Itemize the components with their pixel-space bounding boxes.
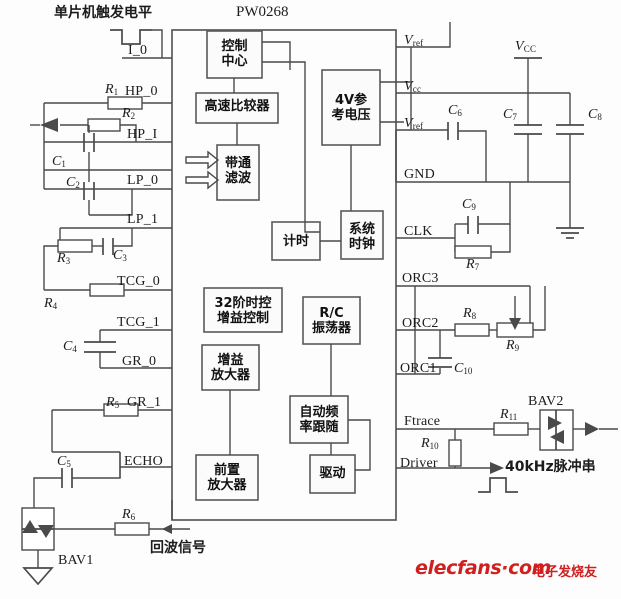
- block-label-tcg-32-step: 32阶时控增益控制: [214, 296, 272, 326]
- watermark-elecfans: elecfans·com: [415, 557, 552, 579]
- resistor-r2: [87, 118, 121, 132]
- block-bandpass-filter: [216, 144, 260, 201]
- designator-r10: R10: [421, 436, 439, 451]
- pin-label-tcg-0: TCG_0: [117, 274, 160, 289]
- designator-r5: R5: [106, 395, 120, 410]
- resistor-r11: [493, 422, 529, 436]
- block-label-driver: 驱动: [319, 466, 346, 481]
- designator-c10: C10: [454, 361, 473, 376]
- trigger-label: 单片机触发电平: [54, 5, 152, 21]
- pin-label-driver: Driver: [400, 456, 438, 471]
- designator-c5: C5: [57, 454, 71, 469]
- designator-c8: C8: [588, 107, 602, 122]
- block-label-high-speed-comparator: 高速比较器: [204, 99, 270, 114]
- block-label-control-center: 控制中心: [221, 39, 248, 69]
- block-label-system-clock: 系统时钟: [348, 222, 375, 252]
- designator-c3: C3: [113, 248, 127, 263]
- chip-name-label: PW0268: [236, 4, 289, 20]
- block-label-preamplifier: 前置放大器: [207, 463, 247, 493]
- block-ref-voltage: [321, 69, 381, 146]
- supply-label-vcc: VCC: [515, 39, 537, 54]
- pin-label-orc2: ORC2: [402, 316, 439, 331]
- designator-r9: R9: [506, 338, 520, 353]
- block-auto-freq-tracking: [289, 395, 349, 444]
- pin-label-vref-top: Vref: [404, 33, 424, 48]
- designator-r7: R7: [466, 257, 480, 272]
- designator-r3: R3: [57, 251, 71, 266]
- block-label-timing: 计时: [282, 234, 309, 249]
- block-rc-oscillator: [302, 296, 361, 345]
- pin-label-ftrace: Ftrace: [404, 414, 441, 429]
- echo-signal-label: 回波信号: [150, 540, 206, 556]
- designator-c7: C7: [503, 107, 517, 122]
- designator-c1: C1: [52, 154, 66, 169]
- block-gain-amplifier: [201, 344, 260, 391]
- designator-r8: R8: [463, 306, 477, 321]
- pin-label-vref-mid: Vref: [404, 116, 424, 131]
- pin-label-hp-0: HP_0: [125, 84, 158, 99]
- pin-label-tcg-1: TCG_1: [117, 315, 160, 330]
- resistor-r1: [107, 96, 143, 110]
- designator-r11: R11: [500, 407, 518, 422]
- designator-r6: R6: [122, 507, 136, 522]
- block-timing: [271, 221, 321, 261]
- designator-r1: R1: [105, 82, 119, 97]
- designator-c9: C9: [462, 197, 476, 212]
- block-tcg-32-step: [203, 287, 283, 333]
- output-pulse-label: 40kHz脉冲串: [505, 459, 596, 475]
- pin-label-orc3: ORC3: [402, 271, 439, 286]
- resistor-r8: [454, 323, 490, 337]
- designator-c2: C2: [66, 175, 80, 190]
- resistor-r4: [89, 283, 125, 297]
- label-bav2: BAV2: [528, 394, 564, 409]
- block-system-clock: [340, 210, 384, 260]
- resistor-r6: [114, 522, 150, 536]
- block-label-bandpass-filter: 带通滤波: [224, 156, 251, 186]
- pin-label-i-0: I_0: [128, 43, 148, 58]
- pin-label-vcc: Vcc: [404, 79, 422, 94]
- label-bav1: BAV1: [58, 553, 94, 568]
- block-driver: [309, 454, 356, 494]
- pin-label-gnd: GND: [404, 167, 435, 182]
- pin-label-hp-i: HP_I: [127, 127, 158, 142]
- watermark-chinese: 电子发烧友: [532, 565, 598, 580]
- resistor-r5: [103, 403, 139, 417]
- block-label-ref-voltage: 4V参考电压: [331, 93, 371, 123]
- pin-label-lp-1: LP_1: [127, 212, 159, 227]
- pin-label-gr-1: GR_1: [127, 395, 162, 410]
- pin-label-echo: ECHO: [124, 454, 163, 469]
- block-label-gain-amplifier: 增益放大器: [210, 353, 250, 383]
- designator-r2: R2: [122, 106, 136, 121]
- block-preamplifier: [195, 454, 259, 501]
- block-label-auto-freq-tracking: 自动频率跟随: [299, 405, 339, 435]
- pin-label-lp-0: LP_0: [127, 173, 159, 188]
- pin-label-clk: CLK: [404, 224, 433, 239]
- designator-r4: R4: [44, 296, 58, 311]
- designator-c6: C6: [448, 103, 462, 118]
- ic-outline: [171, 29, 397, 521]
- pin-label-gr-0: GR_0: [122, 354, 157, 369]
- designator-c4: C4: [63, 339, 77, 354]
- pin-label-orc1: ORC1: [400, 361, 437, 376]
- resistor-r10: [448, 439, 462, 467]
